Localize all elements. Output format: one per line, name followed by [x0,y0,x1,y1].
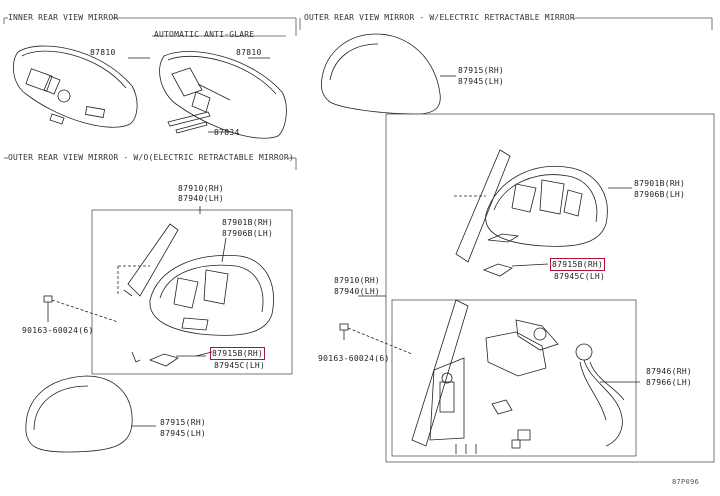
part-90163-left: 90163-60024(6) [22,326,94,335]
part-87810-left: 87810 [90,48,116,57]
part-90163-right: 90163-60024(6) [318,354,390,363]
section-title-outer-electric: OUTER REAR VIEW MIRROR - W/ELECTRIC RETR… [304,13,575,22]
part-87910-rh-right: 87910(RH) [334,276,381,285]
part-87945-lh-bottom: 87945(LH) [160,429,207,438]
part-87810-auto: 87810 [236,48,262,57]
section-title-outer-no-electric: OUTER REAR VIEW MIRROR - W/O(ELECTRIC RE… [8,153,294,162]
left-mirror-panel [91,206,293,375]
right-top-cover-shape [320,33,456,115]
right-bolt-shape [339,295,413,355]
section-borders [3,17,713,170]
part-87966-lh: 87966(LH) [646,378,693,387]
part-87946-rh: 87946(RH) [646,367,693,376]
part-87940-lh-right: 87940(LH) [334,287,381,296]
left-bottom-cover-shape [25,375,156,453]
part-87940-lh-left: 87940(LH) [178,194,225,203]
part-87915b-rh-left[interactable]: 87915B(RH) [209,347,266,360]
part-87915-rh-bottom: 87915(RH) [160,418,207,427]
auto-anti-glare-label: AUTOMATIC ANTI-GLARE [154,30,255,39]
part-87945c-lh-left: 87945C(LH) [214,361,266,370]
left-bolt-shape [43,295,119,323]
part-87910-rh-left: 87910(RH) [178,184,225,193]
footer-code: 87P096 [672,478,700,486]
inner-mirror-shape [12,45,150,128]
part-87906b-lh-left: 87906B(LH) [222,229,274,238]
part-87906b-lh-right: 87906B(LH) [634,190,686,199]
part-87834: 87834 [214,128,240,137]
part-87915b-rh-right[interactable]: 87915B(RH) [549,258,606,271]
part-87945c-lh-right: 87945C(LH) [554,272,606,281]
inner-mirror-auto-shape [159,51,287,139]
right-mirror-panel [385,113,715,463]
part-87945-lh-top: 87945(LH) [458,77,505,86]
part-87901b-rh-right: 87901B(RH) [634,179,686,188]
part-87915-rh-top: 87915(RH) [458,66,505,75]
section-title-inner: INNER REAR VIEW MIRROR [8,13,119,22]
part-87901b-rh-left: 87901B(RH) [222,218,274,227]
